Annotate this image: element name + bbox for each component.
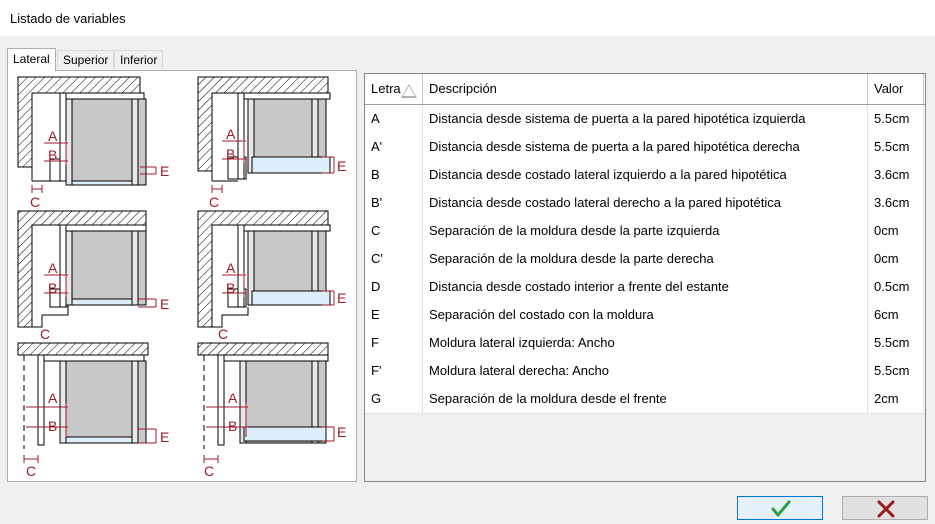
column-header-valor[interactable]: Valor — [868, 74, 924, 104]
dim-label-b: B — [226, 146, 235, 162]
diagram-wall-left-moldura-2 — [197, 210, 331, 328]
diagram-no-wall-moldura — [197, 342, 329, 449]
table-row[interactable]: F Moldura lateral izquierda: Ancho 5.5cm — [365, 329, 925, 358]
cell-valor: 6cm — [868, 301, 924, 329]
dim-label-e: E — [160, 163, 169, 179]
title-bar: Listado de variables — [0, 0, 935, 36]
window-title: Listado de variables — [10, 11, 126, 26]
dim-label-b: B — [226, 280, 235, 296]
cell-descripcion: Distancia desde sistema de puerta a la p… — [423, 105, 868, 133]
dim-label-a: A — [228, 390, 238, 406]
cell-descripcion: Separación del costado con la moldura — [423, 301, 868, 329]
sort-ascending-icon — [401, 84, 417, 98]
cell-valor: 0cm — [868, 217, 924, 245]
dim-label-e: E — [160, 296, 169, 312]
cell-letra: F — [365, 329, 423, 357]
cell-letra: B' — [365, 189, 423, 217]
cell-descripcion: Moldura lateral izquierda: Ancho — [423, 329, 868, 357]
diagram-wall-left-2 — [17, 210, 147, 328]
diagram-wall-left — [17, 76, 147, 186]
dim-label-b: B — [48, 280, 57, 296]
cell-valor: 3.6cm — [868, 189, 924, 217]
table-row[interactable]: B Distancia desde costado lateral izquie… — [365, 161, 925, 190]
cell-letra: G — [365, 385, 423, 413]
cell-descripcion: Separación de la moldura desde la parte … — [423, 217, 868, 245]
cancel-button[interactable] — [842, 496, 928, 520]
cell-letra: A' — [365, 133, 423, 161]
dim-label-a: A — [226, 126, 236, 142]
dim-label-c: C — [204, 463, 214, 479]
tab-inferior[interactable]: Inferior — [114, 50, 164, 69]
table-row[interactable]: D Distancia desde costado interior a fre… — [365, 273, 925, 302]
table-row[interactable]: A' Distancia desde sistema de puerta a l… — [365, 133, 925, 162]
cell-valor: 5.5cm — [868, 105, 924, 133]
cell-descripcion: Moldura lateral derecha: Ancho — [423, 357, 868, 385]
dim-label-c: C — [209, 194, 219, 210]
cell-letra: F' — [365, 357, 423, 385]
dim-label-b: B — [48, 147, 57, 163]
diagram-panel: A B C E A B — [7, 70, 357, 482]
tab-lateral[interactable]: Lateral — [7, 48, 56, 71]
dim-label-e: E — [337, 158, 346, 174]
table-row[interactable]: C' Separación de la moldura desde la par… — [365, 245, 925, 274]
cell-letra: D — [365, 273, 423, 301]
cell-valor: 0cm — [868, 245, 924, 273]
table-row[interactable]: C Separación de la moldura desde la part… — [365, 217, 925, 246]
table-row[interactable]: F' Moldura lateral derecha: Ancho 5.5cm — [365, 357, 925, 386]
diagram-no-wall — [17, 342, 149, 449]
table-header: Letra Descripción Valor — [365, 74, 925, 105]
cell-valor: 5.5cm — [868, 133, 924, 161]
cell-valor: 0.5cm — [868, 273, 924, 301]
table-row[interactable]: A Distancia desde sistema de puerta a la… — [365, 105, 925, 134]
column-header-descripcion-label: Descripción — [429, 81, 497, 96]
cell-descripcion: Distancia desde costado lateral izquierd… — [423, 161, 868, 189]
column-header-letra-label: Letra — [371, 81, 401, 96]
table-row[interactable]: G Separación de la moldura desde el fren… — [365, 385, 925, 414]
variables-diagram: A B C E A B — [17, 76, 346, 479]
dim-label-e: E — [337, 290, 346, 306]
cell-valor: 5.5cm — [868, 357, 924, 385]
cell-valor: 2cm — [868, 385, 924, 413]
close-icon — [877, 500, 895, 518]
cell-descripcion: Separación de la moldura desde la parte … — [423, 245, 868, 273]
cell-valor: 3.6cm — [868, 161, 924, 189]
dim-label-b: B — [228, 418, 237, 434]
dim-label-c: C — [26, 463, 36, 479]
diagram-wall-left-moldura — [197, 76, 331, 182]
cell-letra: B — [365, 161, 423, 189]
dim-label-c: C — [30, 194, 40, 210]
cell-descripcion: Distancia desde sistema de puerta a la p… — [423, 133, 868, 161]
dim-label-e: E — [160, 429, 169, 445]
dim-label-c: C — [218, 326, 228, 342]
dim-label-a: A — [48, 390, 58, 406]
table-row[interactable]: E Separación del costado con la moldura … — [365, 301, 925, 330]
column-header-letra[interactable]: Letra — [365, 74, 423, 104]
tab-superior[interactable]: Superior — [57, 50, 115, 69]
cell-letra: A — [365, 105, 423, 133]
column-header-descripcion[interactable]: Descripción — [423, 74, 868, 104]
ok-button[interactable] — [737, 496, 823, 520]
cell-letra: C' — [365, 245, 423, 273]
dim-label-c: C — [40, 326, 50, 342]
cell-descripcion: Distancia desde costado lateral derecho … — [423, 189, 868, 217]
cell-letra: E — [365, 301, 423, 329]
dim-label-a: A — [48, 128, 58, 144]
cell-descripcion: Separación de la moldura desde el frente — [423, 385, 868, 413]
table-row[interactable]: B' Distancia desde costado lateral derec… — [365, 189, 925, 218]
column-header-valor-label: Valor — [874, 81, 904, 96]
variables-table[interactable]: Letra Descripción Valor A Distancia desd… — [364, 73, 926, 482]
dim-label-a: A — [48, 260, 58, 276]
cell-valor: 5.5cm — [868, 329, 924, 357]
dim-label-a: A — [226, 260, 236, 276]
dim-label-e: E — [337, 424, 346, 440]
cell-descripcion: Distancia desde costado interior a frent… — [423, 273, 868, 301]
dim-label-b: B — [48, 418, 57, 434]
cell-letra: C — [365, 217, 423, 245]
check-icon — [771, 500, 791, 517]
